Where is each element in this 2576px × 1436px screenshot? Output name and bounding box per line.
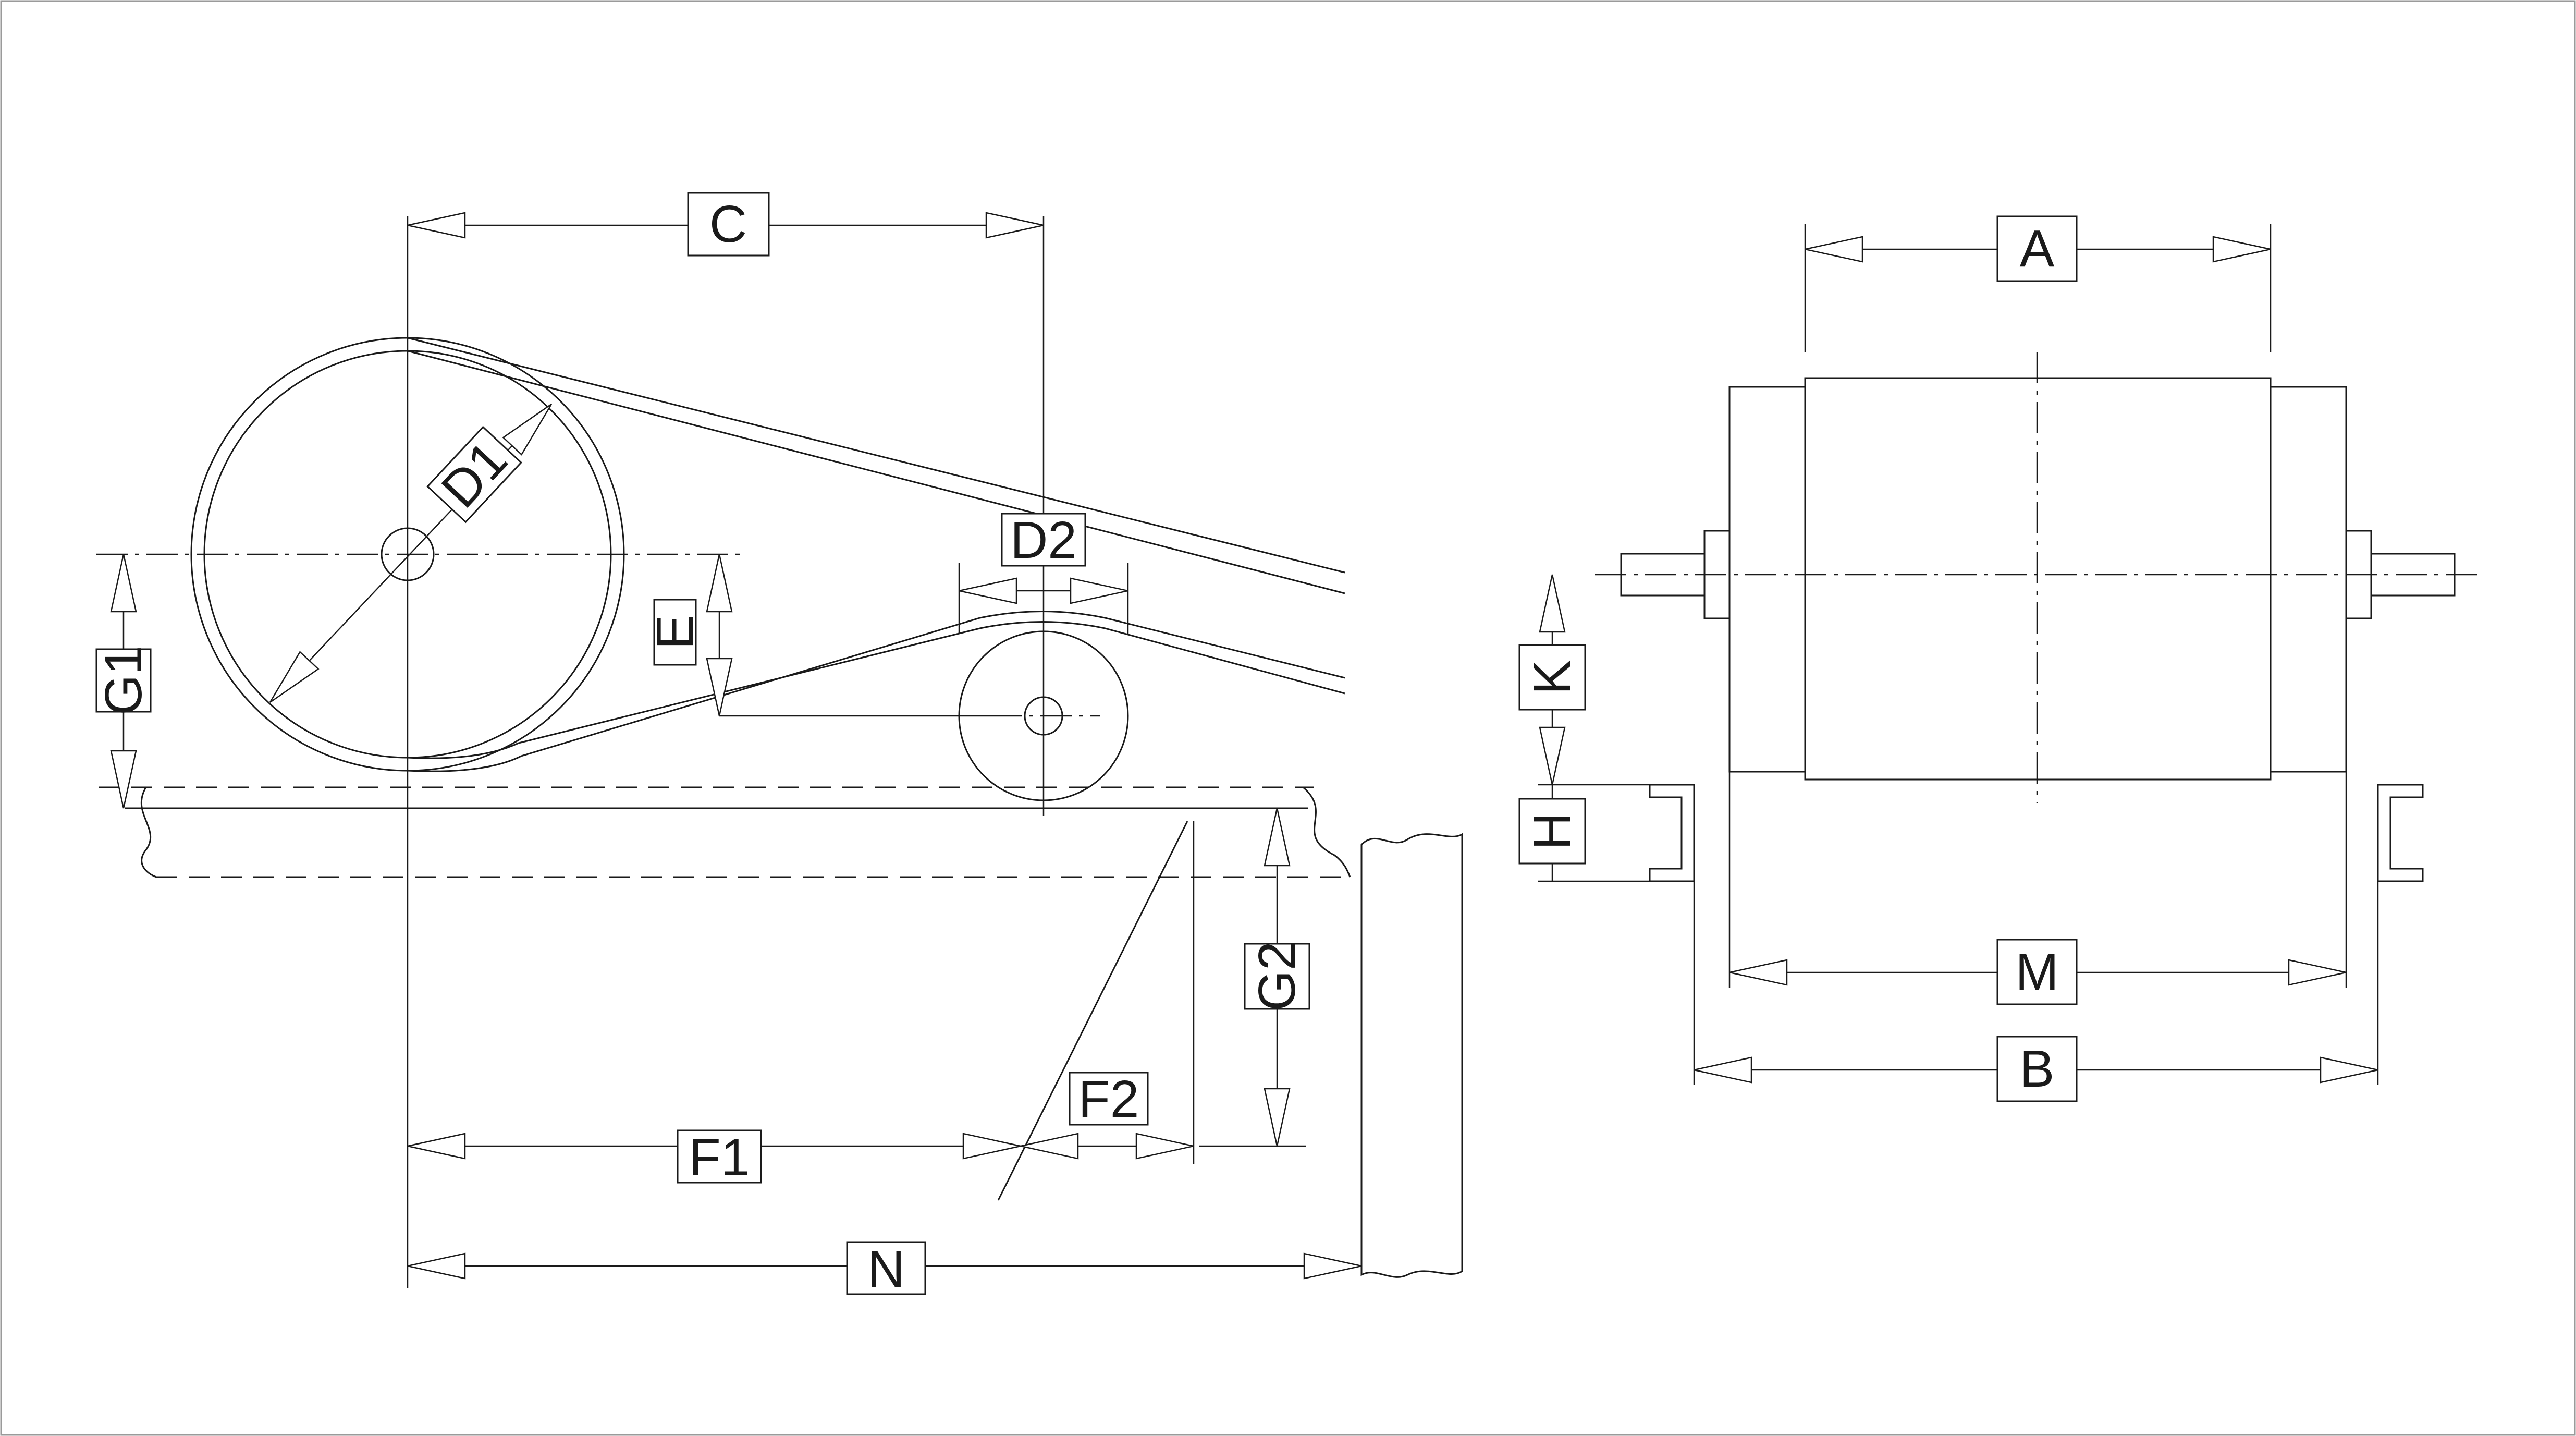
label-f2: F2 — [1078, 1070, 1139, 1128]
dimension-h: H — [1518, 785, 1586, 881]
belt-lower-inner — [407, 621, 1345, 759]
label-b: B — [2020, 1040, 2055, 1098]
roller-view: A K H M B — [1518, 215, 2481, 1102]
dimension-g2: G2 — [1199, 807, 1310, 1147]
dimension-b: B — [1693, 1036, 2379, 1102]
right-channel-bracket — [2377, 784, 2424, 882]
label-g1: G1 — [94, 646, 153, 715]
roller-left-shaft — [1620, 553, 1706, 597]
label-f1: F1 — [689, 1128, 750, 1187]
small-pulley-hub — [1024, 696, 1063, 736]
label-d1: D1 — [430, 430, 518, 519]
belt-upper-inner — [407, 350, 1345, 594]
label-d2: D2 — [1010, 511, 1077, 569]
label-a: A — [2020, 220, 2055, 278]
dimension-d2: D2 — [958, 511, 1129, 634]
base-right-break — [1303, 786, 1351, 878]
dimension-d1: D1 — [260, 395, 561, 712]
base-left-break — [140, 787, 157, 878]
large-pulley-hub — [381, 527, 435, 581]
label-h: H — [1523, 812, 1581, 850]
dimension-f2: F2 — [1020, 1070, 1195, 1160]
dimension-n: N — [407, 1240, 1363, 1298]
belt-drive-view: C D1 D2 E — [94, 192, 1463, 1298]
roller-right-flange — [2270, 386, 2347, 773]
roller-left-flange — [1728, 386, 1806, 773]
dimension-a: A — [1804, 215, 2272, 282]
dimension-g1: G1 — [94, 553, 153, 809]
slope-line — [997, 821, 1188, 1201]
dimension-m: M — [1728, 939, 2347, 1005]
dimension-f1: F1 — [407, 1128, 1022, 1187]
roller-right-shaft — [2370, 553, 2456, 597]
dimension-e: E — [646, 553, 990, 717]
label-g2: G2 — [1248, 941, 1306, 1011]
label-n: N — [867, 1240, 905, 1298]
left-channel-bracket — [1649, 784, 1695, 882]
label-k: K — [1523, 660, 1581, 695]
belt-lower-outer — [407, 611, 1345, 772]
label-e: E — [646, 615, 704, 650]
wall-outline — [1360, 833, 1463, 1278]
belt-upper-outer — [407, 337, 1345, 574]
label-c: C — [709, 195, 747, 253]
dimension-k: K — [1518, 574, 1586, 786]
label-m: M — [2015, 943, 2058, 1001]
dimension-c: C — [407, 192, 1045, 257]
roller-body — [1804, 377, 2272, 781]
